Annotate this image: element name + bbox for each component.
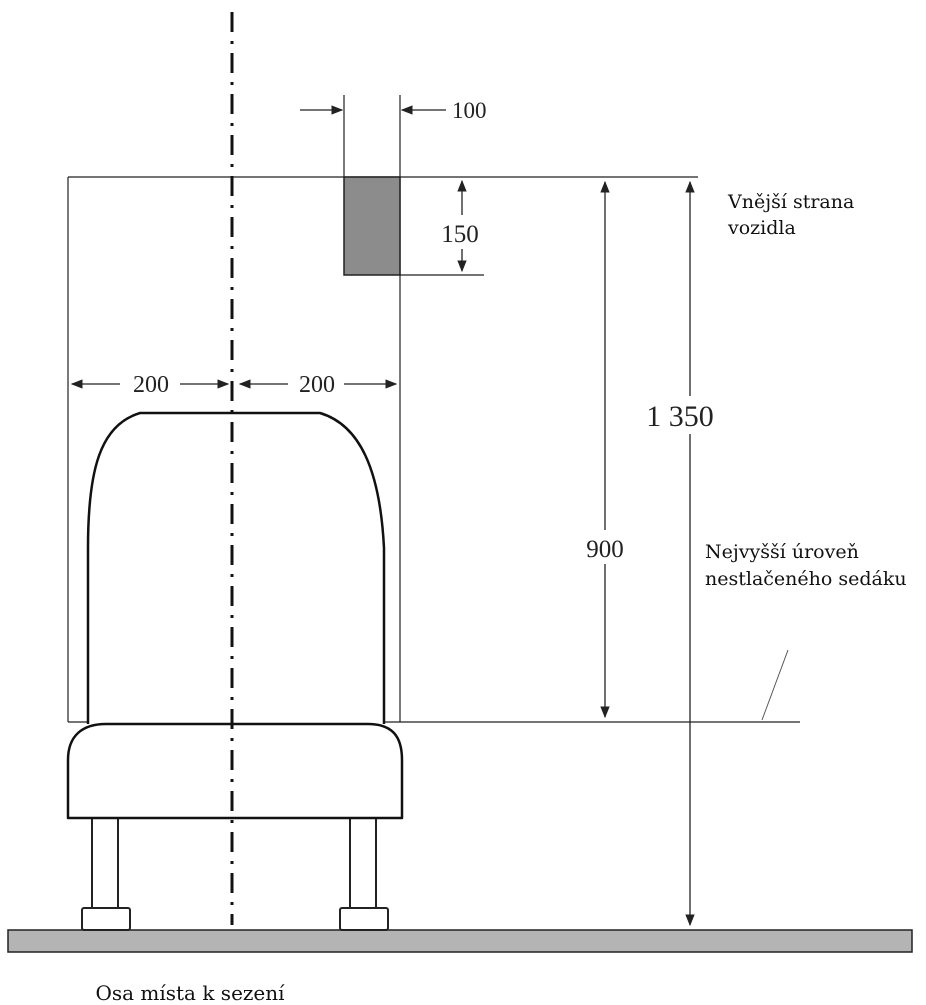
seat-backrest — [86, 411, 386, 724]
dim-900-label-bg — [578, 530, 632, 564]
seat-level-leader — [761, 649, 789, 721]
seat-foot-left — [81, 907, 131, 931]
dim-900-label: 900 — [586, 536, 624, 563]
floor — [7, 929, 913, 953]
dim-150-label: 150 — [441, 221, 479, 248]
dim-1350-label: 1 350 — [646, 400, 714, 433]
dim-100-label: 100 — [452, 98, 487, 123]
head-zone-rectangle — [343, 176, 401, 276]
highest-seat-level-line-2: nestlačeného sedáku — [705, 568, 907, 590]
seat-leg-left — [91, 817, 119, 911]
vehicle-outside-label: Vnější strana vozidla — [727, 191, 860, 239]
seat-leg-right — [349, 817, 377, 911]
vehicle-outside-line-2: vozidla — [727, 217, 796, 239]
highest-seat-level-line-1: Nejvyšší úroveň — [705, 541, 859, 563]
dim-1350-label-bg — [640, 396, 730, 434]
vehicle-outside-line-1: Vnější strana — [727, 191, 854, 213]
dim-150-label-bg — [428, 215, 486, 249]
seat-foot-right — [339, 907, 389, 931]
seating-axis-label: Osa místa k sezení — [95, 981, 285, 1005]
seat-cushion — [66, 722, 404, 820]
dim-200-left-label: 200 — [133, 372, 169, 398]
highest-seat-level-label: Nejvyšší úroveň nestlačeného sedáku — [705, 541, 907, 590]
dim-200-right-label: 200 — [299, 372, 335, 398]
